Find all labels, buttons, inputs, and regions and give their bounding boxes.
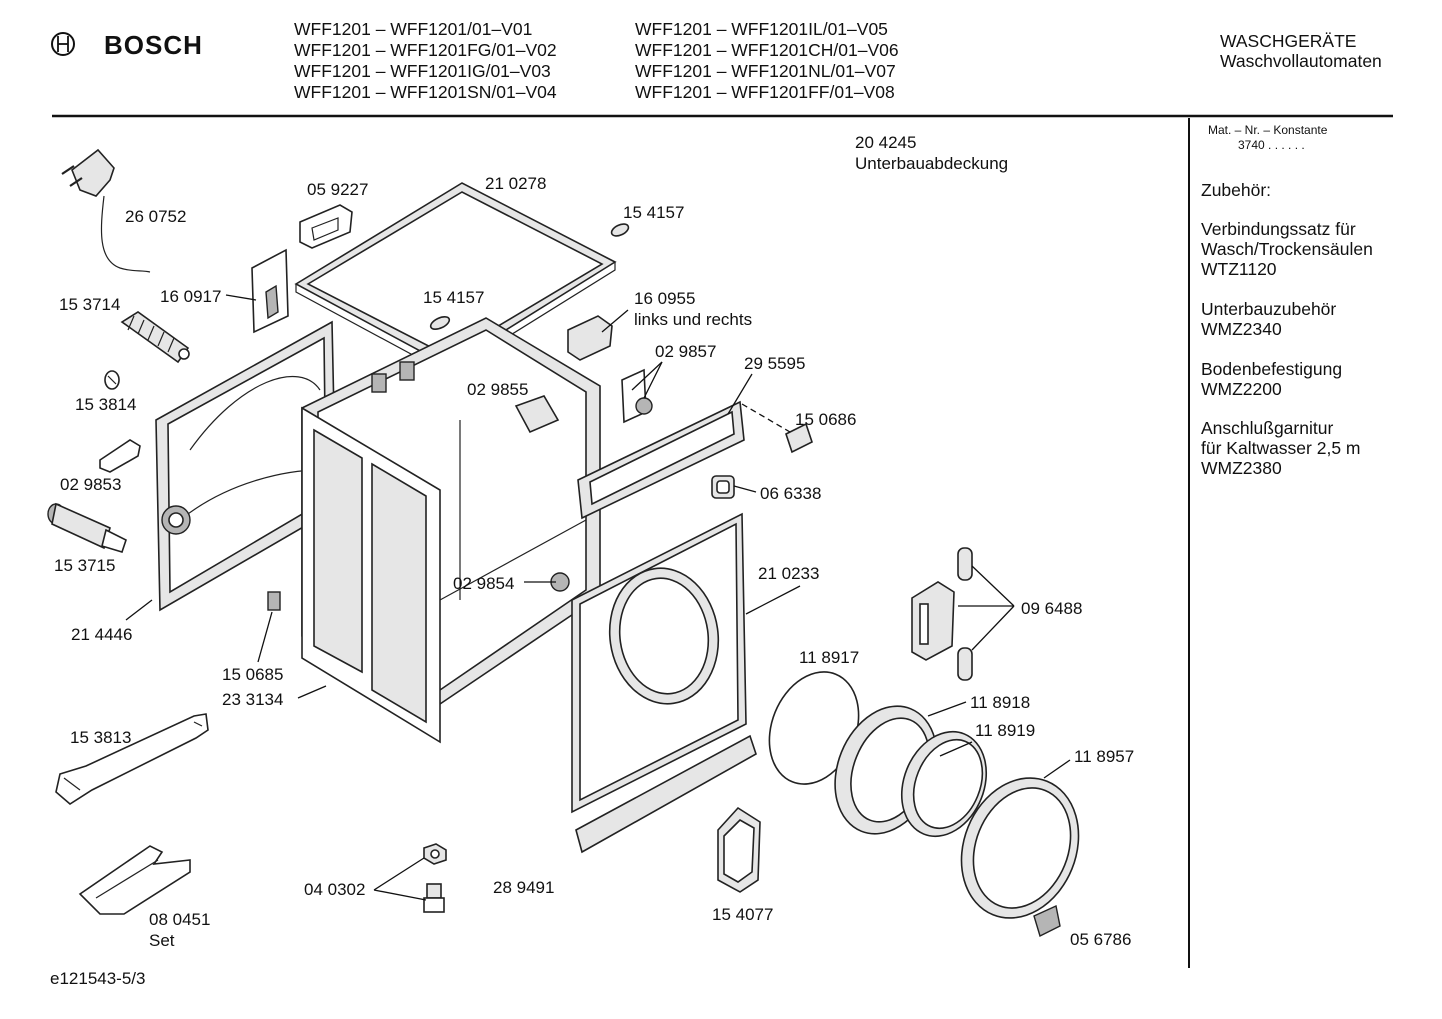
- label-150685: 15 0685: [222, 665, 283, 684]
- label-154157-worktop: 15 4157: [423, 288, 484, 307]
- part-labels: 26 0752 05 9227 21 0278 15 4157 15 4157 …: [54, 174, 1134, 950]
- label-080451-note: Set: [149, 931, 175, 950]
- bracket-drawing: [251, 248, 289, 334]
- label-059227: 05 9227: [307, 180, 368, 199]
- worktop-drawing: [294, 182, 617, 376]
- bosch-logo: BOSCH: [51, 30, 203, 60]
- leader-lines: [125, 294, 1071, 901]
- label-096488: 09 6488: [1021, 599, 1082, 618]
- label-154157-top: 15 4157: [623, 203, 684, 222]
- label-029857: 02 9857: [655, 342, 716, 361]
- hose-connector-drawing: [47, 502, 127, 553]
- strut-drawing: [514, 395, 560, 434]
- label-118957: 11 8957: [1074, 747, 1134, 766]
- door-glass-drawing: [900, 730, 988, 838]
- clip-small-drawing: [104, 370, 120, 390]
- sidebar: Mat. – Nr. – Konstante 3740 . . . . . . …: [1201, 123, 1373, 478]
- label-118918: 11 8918: [970, 693, 1030, 712]
- label-289491: 28 9491: [493, 878, 554, 897]
- accessory-4-line-2: für Kaltwasser 2,5 m: [1201, 438, 1361, 458]
- label-154077: 15 4077: [712, 905, 773, 924]
- label-029853: 02 9853: [60, 475, 121, 494]
- model-line-6: WFF1201 – WFF1201CH/01–V06: [635, 40, 899, 60]
- accessory-4-line-3: WMZ2380: [1201, 458, 1282, 478]
- front-panel-drawing: [571, 512, 747, 814]
- bosch-armature-icon: [51, 32, 75, 56]
- hinge-drawing: [911, 547, 973, 681]
- label-056786: 05 6786: [1070, 930, 1131, 949]
- accessory-1-line-2: Wasch/Trockensäulen: [1201, 239, 1373, 259]
- model-list: WFF1201 – WFF1201/01–V01 WFF1201 – WFF12…: [294, 19, 899, 102]
- label-029854: 02 9854: [453, 574, 514, 593]
- label-210233: 21 0233: [758, 564, 819, 583]
- label-260752: 26 0752: [125, 207, 186, 226]
- label-295595: 29 5595: [744, 354, 805, 373]
- clip-worktop-drawing: [429, 316, 451, 330]
- accessory-4-line-1: Anschlußgarnitur: [1201, 418, 1333, 438]
- accessories-title: Zubehör:: [1201, 180, 1271, 200]
- power-plug-drawing: [61, 148, 151, 273]
- clip-top-drawing: [610, 223, 630, 237]
- top-note-text: Unterbauabdeckung: [855, 154, 1008, 173]
- catch-drawing: [99, 439, 141, 473]
- label-118917: 11 8917: [799, 648, 859, 667]
- side-panel-drawing: [301, 406, 441, 744]
- wrench-drawing: [55, 713, 209, 805]
- clamp-drawing: [567, 315, 613, 361]
- model-line-7: WFF1201 – WFF1201NL/01–V07: [635, 61, 896, 81]
- brand-name: BOSCH: [104, 30, 203, 60]
- model-line-3: WFF1201 – WFF1201IG/01–V03: [294, 61, 551, 81]
- label-160955-note: links und rechts: [634, 310, 752, 329]
- model-line-5: WFF1201 – WFF1201IL/01–V05: [635, 19, 888, 39]
- footer-reference: e121543-5/3: [50, 969, 145, 988]
- levelling-tool-drawing: [78, 845, 191, 915]
- label-029855: 02 9855: [467, 380, 528, 399]
- accessory-1-line-3: WTZ1120: [1201, 259, 1277, 279]
- model-line-2: WFF1201 – WFF1201FG/01–V02: [294, 40, 557, 60]
- model-line-4: WFF1201 – WFF1201SN/01–V04: [294, 82, 557, 102]
- lock-drawing: [785, 422, 813, 454]
- label-080451: 08 0451: [149, 910, 210, 929]
- category: WASCHGERÄTE Waschvollautomaten: [1220, 31, 1382, 71]
- label-214446: 21 4446: [71, 625, 132, 644]
- nut-bolt-drawing: [423, 843, 447, 913]
- top-note-number: 20 4245: [855, 133, 916, 152]
- label-153813: 15 3813: [70, 728, 131, 747]
- label-160917: 16 0917: [160, 287, 221, 306]
- label-153814: 15 3814: [75, 395, 136, 414]
- door-ring-drawing: [960, 777, 1080, 919]
- plate-drawing: [621, 368, 653, 424]
- label-150686: 15 0686: [795, 410, 856, 429]
- mat-nr-label: Mat. – Nr. – Konstante: [1208, 123, 1328, 137]
- spring-drawing: [120, 311, 190, 364]
- model-line-8: WFF1201 – WFF1201FF/01–V08: [635, 82, 895, 102]
- label-233134: 23 3134: [222, 690, 283, 709]
- label-066338: 06 6338: [760, 484, 821, 503]
- label-210278: 21 0278: [485, 174, 546, 193]
- label-040302: 04 0302: [304, 880, 365, 899]
- door-handle-drawing: [1033, 904, 1061, 937]
- label-153714: 15 3714: [59, 295, 120, 314]
- accessory-2-line-2: WMZ2340: [1201, 319, 1282, 339]
- category-line-2: Waschvollautomaten: [1220, 51, 1382, 71]
- inlet-drawing: [711, 475, 735, 499]
- label-160955: 16 0955: [634, 289, 695, 308]
- label-118919: 11 8919: [975, 721, 1035, 740]
- mat-nr-value: 3740 . . . . . .: [1238, 138, 1305, 152]
- toe-plate-drawing: [575, 734, 757, 854]
- handle-grip-drawing: [299, 204, 353, 249]
- accessory-2-line-1: Unterbauzubehör: [1201, 299, 1336, 319]
- label-153715: 15 3715: [54, 556, 115, 575]
- model-line-1: WFF1201 – WFF1201/01–V01: [294, 19, 532, 39]
- switch-drawing: [267, 591, 281, 611]
- control-bracket-drawing: [577, 400, 745, 520]
- accessory-3-line-2: WMZ2200: [1201, 379, 1282, 399]
- category-line-1: WASCHGERÄTE: [1220, 31, 1356, 51]
- door-lock-drawing: [717, 806, 761, 893]
- accessory-3-line-1: Bodenbefestigung: [1201, 359, 1342, 379]
- accessory-1-line-1: Verbindungssatz für: [1201, 219, 1356, 239]
